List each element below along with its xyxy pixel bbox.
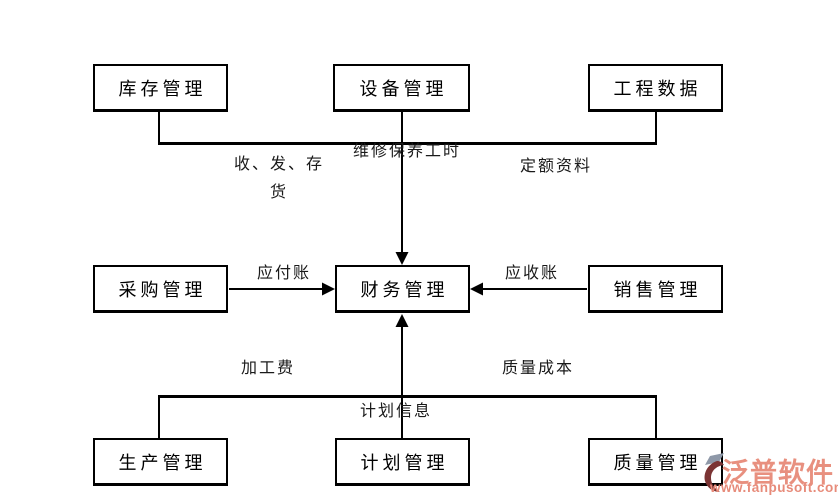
box-production-management: 生产管理: [93, 438, 228, 486]
edge-label-quota-data: 定额资料: [519, 158, 593, 175]
arrowhead-right-into-finance: [322, 282, 335, 296]
fanpu-url-text: www.fanpusoft.com: [710, 480, 838, 495]
edge-label-planning-info: 计划信息: [359, 403, 433, 420]
arrowhead-left-into-finance: [470, 282, 483, 296]
edge-label-receive-send-store: 收、发、存 货: [234, 151, 324, 207]
box-engineering-data: 工程数据: [588, 64, 723, 112]
arrowhead-up-into-finance: [395, 314, 409, 327]
edge-label-accounts-receivable: 应收账: [504, 265, 560, 282]
box-quality-management: 质量管理: [588, 438, 723, 486]
fanpu-logo-icon: [704, 453, 724, 492]
edge-label-line2: 货: [269, 184, 289, 201]
box-inventory-management: 库存管理: [93, 64, 228, 112]
edge-label-maintenance-hours: 维修保养工时: [352, 143, 462, 160]
box-planning-management: 计划管理: [335, 438, 470, 486]
arrowhead-down-into-finance: [395, 252, 409, 265]
box-purchasing-management: 采购管理: [93, 265, 228, 313]
box-finance-management: 财务管理: [335, 265, 470, 313]
edge-label-quality-cost: 质量成本: [501, 360, 575, 377]
edge-label-accounts-payable: 应付账: [256, 265, 312, 282]
edge-label-processing-fee: 加工费: [240, 360, 296, 377]
fanpu-brand-text: 泛普软件: [722, 458, 834, 488]
edge-label-line1: 收、发、存: [233, 156, 325, 173]
box-sales-management: 销售管理: [588, 265, 723, 313]
box-equipment-management: 设备管理: [333, 64, 470, 112]
fanpu-watermark: 泛普软件 www.fanpusoft.com: [700, 447, 838, 502]
